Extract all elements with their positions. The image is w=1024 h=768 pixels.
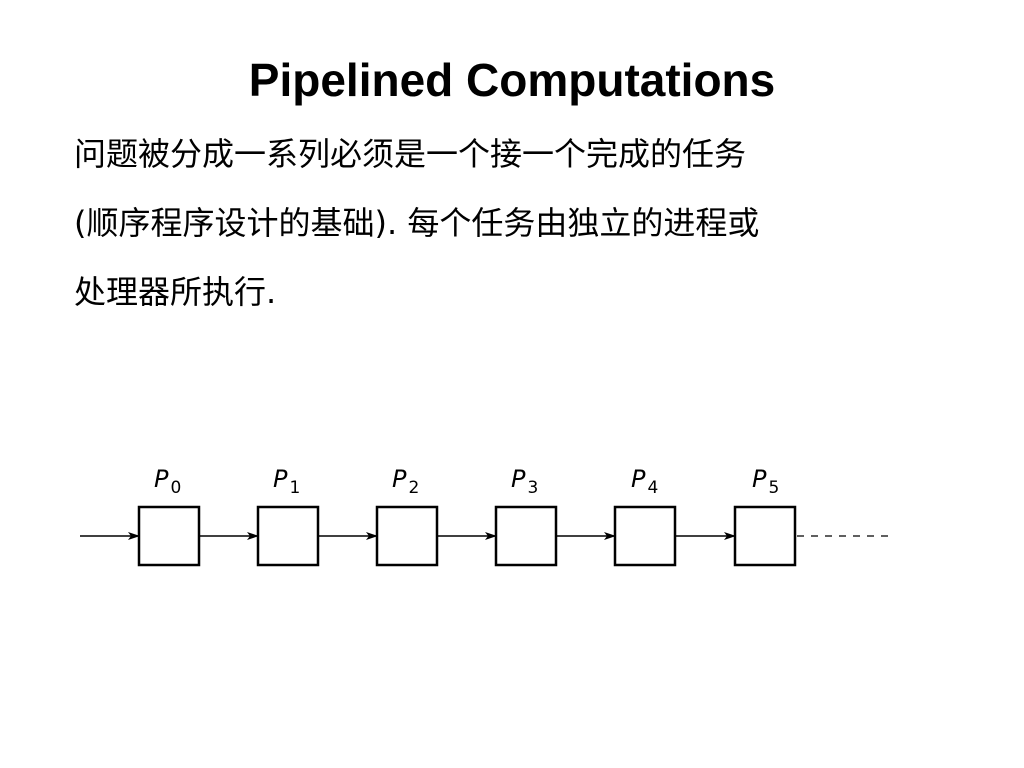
- slide-paragraph: 问题被分成一系列必须是一个接一个完成的任务 (顺序程序设计的基础). 每个任务由…: [74, 138, 974, 345]
- paragraph-line-2: (顺序程序设计的基础). 每个任务由独立的进程或: [74, 204, 760, 242]
- process-box: [494, 505, 558, 567]
- process-box: [375, 505, 439, 567]
- paragraph-line-3: 处理器所执行.: [74, 273, 277, 311]
- process-box: [256, 505, 320, 567]
- process-box: [137, 505, 201, 567]
- process-box: [613, 505, 677, 567]
- paragraph-line-1: 问题被分成一系列必须是一个接一个完成的任务: [74, 135, 747, 173]
- process-box: [733, 505, 797, 567]
- slide-title: Pipelined Computations: [248, 54, 776, 106]
